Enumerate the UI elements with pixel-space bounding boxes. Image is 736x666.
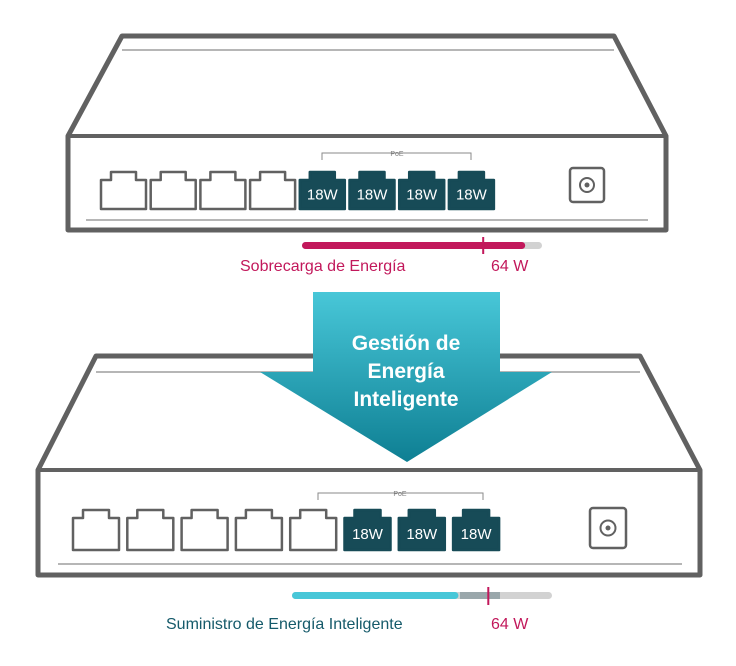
smart-management-arrow bbox=[260, 292, 552, 462]
bottom-port-6-power-label: 18W bbox=[352, 526, 384, 543]
bottom-port-1 bbox=[71, 508, 121, 552]
top-port-row: 18W 18W 18W 18W bbox=[99, 170, 496, 211]
bottom-port-8-power-label: 18W bbox=[461, 526, 493, 543]
arrow-label-line-3: Inteligente bbox=[353, 388, 459, 411]
bottom-power-bar bbox=[292, 587, 552, 605]
top-port-5 bbox=[298, 170, 347, 211]
overload-caption: Sobrecarga de Energía bbox=[240, 258, 406, 275]
bottom-port-3 bbox=[180, 508, 229, 552]
top-limit-label: 64 W bbox=[491, 258, 529, 275]
top-power-bar bbox=[302, 237, 542, 254]
top-port-3 bbox=[199, 170, 247, 211]
arrow-label: Gestión de Energía Inteligente bbox=[306, 330, 506, 414]
arrow-label-line-2: Energía bbox=[367, 360, 445, 383]
top-port-7-power-label: 18W bbox=[406, 186, 438, 203]
bottom-port-5 bbox=[288, 508, 338, 552]
top-port-1 bbox=[99, 170, 148, 211]
bottom-power-reserve bbox=[460, 592, 500, 599]
bottom-port-8 bbox=[451, 508, 501, 552]
top-port-5-power-label: 18W bbox=[307, 186, 339, 203]
top-power-fill bbox=[302, 242, 526, 249]
top-port-6-power-label: 18W bbox=[357, 186, 389, 203]
bottom-port-2 bbox=[126, 508, 175, 552]
top-poe-label: PoE bbox=[390, 151, 404, 158]
top-port-2 bbox=[149, 170, 197, 211]
top-port-4 bbox=[248, 170, 297, 211]
top-power-jack bbox=[568, 166, 606, 204]
top-port-7 bbox=[397, 170, 446, 211]
bottom-poe-bracket: PoE bbox=[317, 491, 484, 500]
arrow-label-line-1: Gestión de bbox=[351, 332, 461, 355]
top-port-8-power-label: 18W bbox=[456, 186, 488, 203]
top-poe-bracket: PoE bbox=[321, 151, 472, 160]
bottom-port-7 bbox=[397, 508, 447, 552]
top-port-6 bbox=[348, 170, 396, 211]
bottom-port-6 bbox=[343, 508, 392, 552]
bottom-port-row: 18W 18W 18W bbox=[71, 508, 501, 552]
bottom-port-4 bbox=[234, 508, 284, 552]
bottom-limit-label: 64 W bbox=[491, 616, 529, 633]
bottom-power-jack bbox=[588, 506, 628, 550]
top-switch: 18W 18W 18W 18W PoE bbox=[65, 33, 669, 233]
bottom-poe-label: PoE bbox=[393, 491, 407, 498]
top-port-8 bbox=[447, 170, 496, 211]
bottom-port-7-power-label: 18W bbox=[406, 526, 438, 543]
bottom-power-fill bbox=[292, 592, 459, 599]
smart-supply-caption: Suministro de Energía Inteligente bbox=[166, 616, 403, 633]
